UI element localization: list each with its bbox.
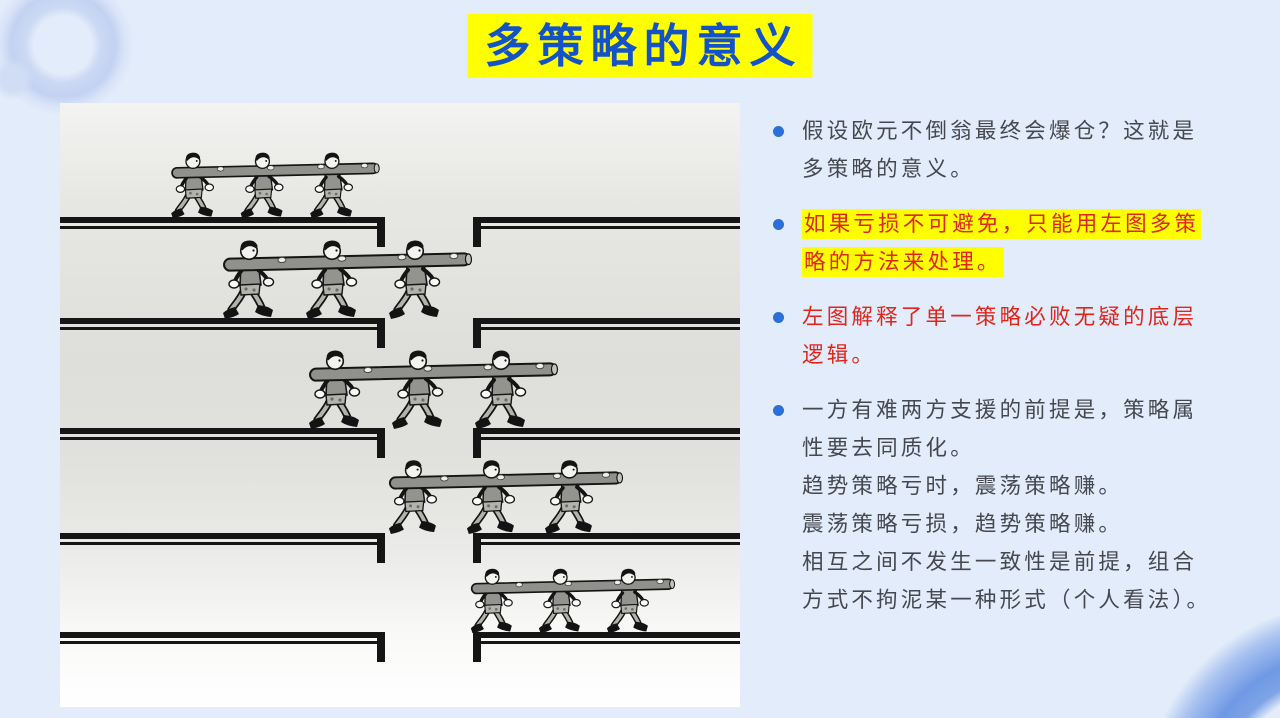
platform-right-under-line: [480, 327, 740, 330]
platform-right-top-line: [473, 217, 740, 223]
platform-right-top-line: [473, 632, 740, 638]
platform-left-under-line: [60, 327, 378, 330]
platform-left-end-tick: [377, 318, 385, 348]
platform-left-under-line: [60, 437, 378, 440]
platform-right-start-tick: [473, 217, 481, 247]
platform-right-start-tick: [473, 428, 481, 458]
bullet-dot-icon: [773, 219, 784, 230]
platform-right-under-line: [480, 437, 740, 440]
bullet-list: 假设欧元不倒翁最终会爆仓？这就是 多策略的意义。如果亏损不可避免，只能用左图多策…: [772, 112, 1230, 636]
platform-left-top-line: [60, 428, 385, 434]
platform-left-end-tick: [377, 533, 385, 563]
platform-right-under-line: [480, 226, 740, 229]
illustration-panel: [60, 103, 740, 707]
soldier-group-illustration: [388, 455, 623, 536]
slide-title: 多策略的意义: [467, 14, 813, 78]
platform-left-under-line: [60, 641, 378, 644]
platform-right-top-line: [473, 428, 740, 434]
bullet-dot-icon: [773, 405, 784, 416]
bullet-text: 左图解释了单一策略必败无疑的底层 逻辑。: [802, 305, 1198, 367]
platform-left-under-line: [60, 226, 378, 229]
platform-right-start-tick: [473, 632, 481, 662]
bullet-text: 假设欧元不倒翁最终会爆仓？这就是 多策略的意义。: [802, 119, 1198, 181]
platform-left-end-tick: [377, 428, 385, 458]
platform-right-start-tick: [473, 318, 481, 348]
platform-right-under-line: [480, 641, 740, 644]
platform-right-start-tick: [473, 533, 481, 563]
platform-right-top-line: [473, 318, 740, 324]
platform-left-top-line: [60, 217, 385, 223]
bullet-dot-icon: [773, 126, 784, 137]
bullet-item: 假设欧元不倒翁最终会爆仓？这就是 多策略的意义。: [772, 112, 1230, 188]
bullet-dot-icon: [773, 312, 784, 323]
bullet-text: 如果亏损不可避免，只能用左图多策 略的方法来处理。: [802, 209, 1202, 277]
soldier-group-illustration: [470, 564, 675, 635]
soldier-group-illustration: [308, 345, 558, 431]
platform-left-top-line: [60, 533, 385, 539]
bullet-item: 一方有难两方支援的前提是，策略属 性要去同质化。 趋势策略亏时，震荡策略赚。 震…: [772, 391, 1230, 619]
platform-left-top-line: [60, 318, 385, 324]
bullet-item: 左图解释了单一策略必败无疑的底层 逻辑。: [772, 298, 1230, 374]
platform-right-top-line: [473, 533, 740, 539]
bullet-item: 如果亏损不可避免，只能用左图多策 略的方法来处理。: [772, 205, 1230, 281]
platform-left-end-tick: [377, 632, 385, 662]
bullet-text: 一方有难两方支援的前提是，策略属 性要去同质化。 趋势策略亏时，震荡策略赚。 震…: [802, 398, 1212, 612]
platform-left-end-tick: [377, 217, 385, 247]
soldier-group-illustration: [170, 148, 380, 220]
platform-right-under-line: [480, 542, 740, 545]
platform-left-top-line: [60, 632, 385, 638]
soldier-group-illustration: [222, 235, 472, 321]
decorative-circle-top-left-icon: [0, 58, 34, 100]
platform-left-under-line: [60, 542, 378, 545]
